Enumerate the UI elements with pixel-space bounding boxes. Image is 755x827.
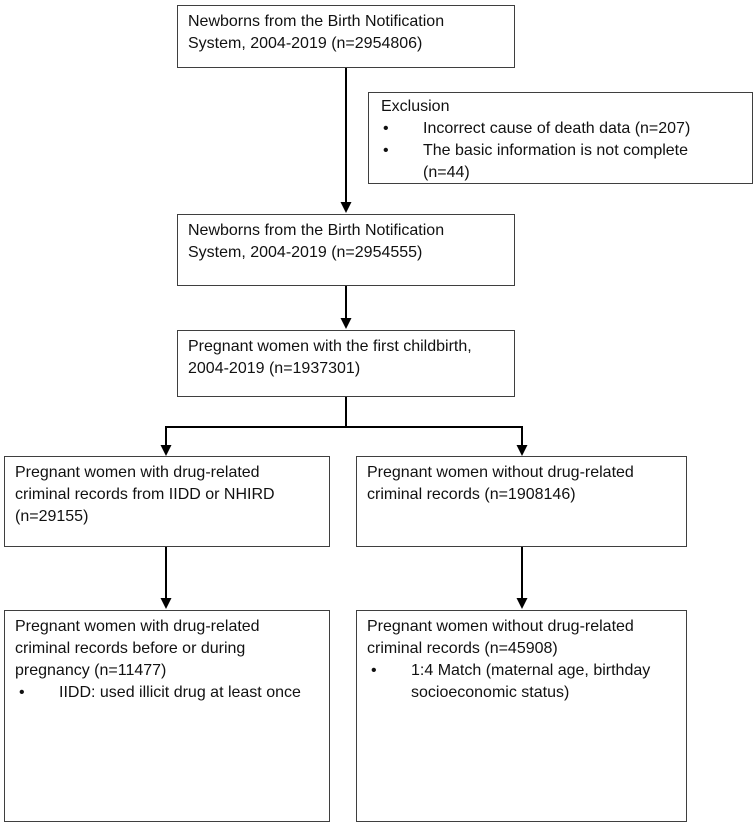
box-newborns-cleaned-text: Newborns from the Birth Notification Sys… (188, 222, 445, 261)
box-exclusion-title: Exclusion (381, 98, 450, 115)
arrow-newborns-to-cleaned (340, 68, 352, 213)
matched-bullet-item: • 1:4 Match (maternal age, birthday soci… (357, 660, 686, 704)
box-without-drug-records-text: Pregnant women without drug-related crim… (367, 464, 634, 503)
bullet-icon: • (371, 662, 377, 679)
exclusion-bullet-text: The basic information is not complete (n… (423, 142, 689, 181)
box-exclusion: Exclusion • Incorrect cause of death dat… (368, 92, 753, 184)
bullet-icon: • (383, 142, 389, 159)
box-with-drug-records: Pregnant women with drug-related crimina… (4, 456, 330, 547)
pregnancy-bullet-item: • IIDD: used illicit drug at least once (5, 682, 329, 704)
arrow-withoutrecords-to-matched (516, 547, 528, 609)
box-first-childbirth: Pregnant women with the first childbirth… (177, 330, 515, 397)
bullet-icon: • (19, 684, 25, 701)
branch-split-connector (160, 397, 528, 456)
box-first-childbirth-text: Pregnant women with the first childbirth… (188, 338, 472, 377)
box-with-drug-records-text: Pregnant women with drug-related crimina… (15, 464, 275, 525)
box-without-drug-records: Pregnant women without drug-related crim… (356, 456, 687, 547)
box-newborns-initial: Newborns from the Birth Notification Sys… (177, 5, 515, 68)
box-newborns-initial-text: Newborns from the Birth Notification Sys… (188, 13, 445, 52)
pregnancy-bullet-text: IIDD: used illicit drug at least once (59, 684, 301, 701)
exclusion-bullet-item: • Incorrect cause of death data (n=207) (369, 118, 752, 140)
box-with-records-pregnancy: Pregnant women with drug-related crimina… (4, 610, 330, 822)
box-matched-controls: Pregnant women without drug-related crim… (356, 610, 687, 822)
box-with-records-pregnancy-text: Pregnant women with drug-related crimina… (15, 618, 260, 679)
matched-bullet-text: 1:4 Match (maternal age, birthday socioe… (411, 662, 651, 701)
arrow-cleaned-to-firstchildbirth (340, 286, 352, 329)
box-matched-controls-text: Pregnant women without drug-related crim… (367, 618, 634, 657)
bullet-icon: • (383, 120, 389, 137)
arrow-withrecords-to-pregnancy (160, 547, 172, 609)
exclusion-bullet-text: Incorrect cause of death data (n=207) (423, 120, 691, 137)
box-newborns-cleaned: Newborns from the Birth Notification Sys… (177, 214, 515, 286)
exclusion-bullet-item: • The basic information is not complete … (369, 140, 752, 184)
